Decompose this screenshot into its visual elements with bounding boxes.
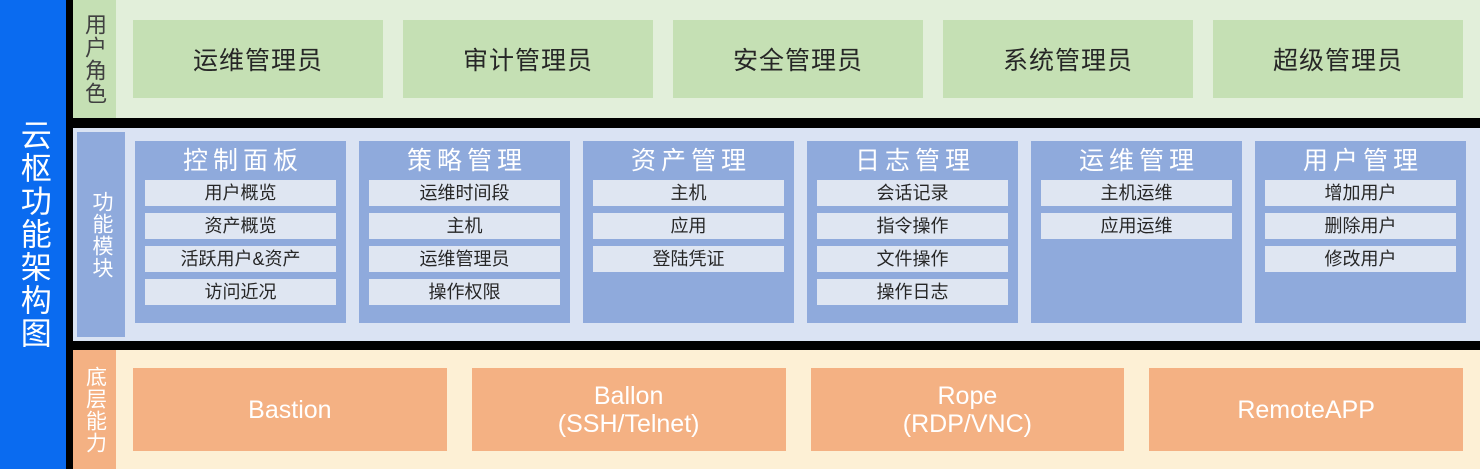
role-box[interactable]: 安全管理员	[673, 20, 923, 98]
module-item[interactable]: 操作日志	[817, 279, 1008, 305]
module-item[interactable]: 资产概览	[145, 213, 336, 239]
module-item[interactable]: 应用运维	[1041, 213, 1232, 239]
module-item[interactable]: 访问近况	[145, 279, 336, 305]
role-box[interactable]: 运维管理员	[133, 20, 383, 98]
base-capability-box[interactable]: RemoteAPP	[1149, 368, 1463, 451]
module-item[interactable]: 用户概览	[145, 180, 336, 206]
module-item[interactable]: 会话记录	[817, 180, 1008, 206]
module-card[interactable]: 资产管理 主机 应用 登陆凭证	[583, 141, 794, 323]
base-capability-box[interactable]: Ballon (SSH/Telnet)	[471, 368, 786, 451]
module-card[interactable]: 日志管理 会话记录 指令操作 文件操作 操作日志	[807, 141, 1018, 323]
base-capability-band: 底层能力 Bastion Ballon (SSH/Telnet) Rope (R…	[73, 350, 1480, 469]
module-item-list: 主机运维 应用运维	[1041, 180, 1232, 239]
user-roles-band-label: 用户角色	[73, 0, 116, 118]
module-item[interactable]: 运维管理员	[369, 246, 560, 272]
module-title: 运维管理	[1078, 147, 1199, 175]
module-item[interactable]: 指令操作	[817, 213, 1008, 239]
module-card[interactable]: 策略管理 运维时间段 主机 运维管理员 操作权限	[359, 141, 570, 323]
module-item[interactable]: 删除用户	[1265, 213, 1456, 239]
role-box[interactable]: 审计管理员	[403, 20, 653, 98]
role-box[interactable]: 超级管理员	[1213, 20, 1463, 98]
module-item[interactable]: 应用	[593, 213, 784, 239]
base-capability-list: Bastion Ballon (SSH/Telnet) Rope (RDP/VN…	[116, 350, 1480, 469]
role-box[interactable]: 系统管理员	[943, 20, 1193, 98]
module-title: 用户管理	[1302, 147, 1423, 175]
diagram-title: 云枢功能架构图	[0, 0, 66, 469]
module-card[interactable]: 控制面板 用户概览 资产概览 活跃用户&资产 访问近况	[135, 141, 346, 323]
base-capability-box[interactable]: Rope (RDP/VNC)	[810, 368, 1125, 451]
module-item[interactable]: 文件操作	[817, 246, 1008, 272]
function-modules-band: 功能模块 控制面板 用户概览 资产概览 活跃用户&资产 访问近况 策略管理 运维…	[73, 128, 1480, 341]
module-item[interactable]: 活跃用户&资产	[145, 246, 336, 272]
module-title: 策略管理	[406, 147, 527, 175]
module-item[interactable]: 增加用户	[1265, 180, 1456, 206]
function-modules-band-label: 功能模块	[77, 132, 125, 337]
module-item-list: 增加用户 删除用户 修改用户	[1265, 180, 1456, 272]
module-item[interactable]: 主机运维	[1041, 180, 1232, 206]
module-item[interactable]: 运维时间段	[369, 180, 560, 206]
function-modules-list: 控制面板 用户概览 资产概览 活跃用户&资产 访问近况 策略管理 运维时间段 主…	[125, 128, 1480, 341]
module-item[interactable]: 修改用户	[1265, 246, 1456, 272]
user-roles-list: 运维管理员 审计管理员 安全管理员 系统管理员 超级管理员	[116, 0, 1480, 118]
module-card[interactable]: 用户管理 增加用户 删除用户 修改用户	[1255, 141, 1466, 323]
module-item[interactable]: 操作权限	[369, 279, 560, 305]
module-item-list: 主机 应用 登陆凭证	[593, 180, 784, 272]
module-item-list: 用户概览 资产概览 活跃用户&资产 访问近况	[145, 180, 336, 305]
module-item-list: 会话记录 指令操作 文件操作 操作日志	[817, 180, 1008, 305]
module-item[interactable]: 主机	[593, 180, 784, 206]
module-item-list: 运维时间段 主机 运维管理员 操作权限	[369, 180, 560, 305]
module-card[interactable]: 运维管理 主机运维 应用运维	[1031, 141, 1242, 323]
module-item[interactable]: 主机	[369, 213, 560, 239]
base-capability-box[interactable]: Bastion	[133, 368, 447, 451]
module-title: 资产管理	[630, 147, 751, 175]
module-item[interactable]: 登陆凭证	[593, 246, 784, 272]
base-capability-band-label: 底层能力	[73, 350, 116, 469]
module-title: 日志管理	[854, 147, 975, 175]
user-roles-band: 用户角色 运维管理员 审计管理员 安全管理员 系统管理员 超级管理员	[73, 0, 1480, 118]
module-title: 控制面板	[182, 147, 303, 175]
